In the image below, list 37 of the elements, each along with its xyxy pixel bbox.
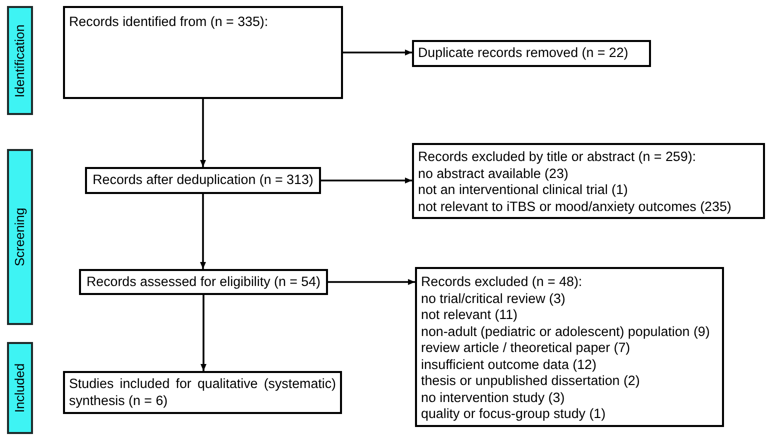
arrow (321, 178, 412, 184)
stage-label: Screening (13, 208, 27, 266)
list-item: review article / theoretical paper (7) (421, 340, 632, 356)
list-item: not relevant to iTBS or mood/anxiety outcomes (235) (418, 198, 732, 215)
list-item: no abstract available (23) (418, 166, 570, 182)
arrow (200, 295, 206, 371)
box-text: Records identified from (n = 335): (69, 14, 268, 30)
stage-band (7, 149, 33, 325)
box-text: Duplicate records removed (n = 22) (418, 45, 628, 62)
box-text: Records after deduplication (n = 313) (92, 172, 314, 189)
list-item: not relevant (11) (421, 307, 519, 324)
list-item: thesis or unpublished dissertation (2) (421, 373, 641, 390)
process-box (412, 40, 651, 67)
list-item: insufficient outcome data (12) (421, 356, 598, 373)
stage-label: Included (13, 363, 27, 413)
box-text: Studies included for qualitative (systematic) synthesis (n = 6) (69, 376, 336, 409)
process-box (63, 6, 343, 99)
process-box (85, 167, 321, 194)
exclusion-box (412, 143, 765, 219)
arrow (343, 50, 412, 56)
box-text: Records assessed for eligibility (n = 54) (86, 274, 321, 290)
list-item: no trial/critical review (3) (421, 290, 566, 307)
box-heading: Records excluded (n = 48): (421, 274, 584, 290)
process-box (79, 269, 328, 295)
exclusion-box (415, 267, 724, 427)
stage-label: Identification (13, 24, 27, 97)
arrow (328, 279, 415, 285)
box-heading: Records excluded by title or abstract (n = 259): (418, 149, 697, 166)
list-item: not an interventional clinical trial (1) (418, 182, 629, 198)
list-item: quality or focus-group study (1) (421, 406, 607, 422)
list-item: non-adult (pediatric or adolescent) population (9) (421, 324, 711, 340)
arrow (200, 99, 206, 167)
stage-band (7, 342, 33, 434)
process-box (63, 371, 342, 414)
arrow (200, 194, 206, 269)
stage-band (7, 6, 33, 115)
list-item: no intervention study (3) (421, 390, 566, 406)
